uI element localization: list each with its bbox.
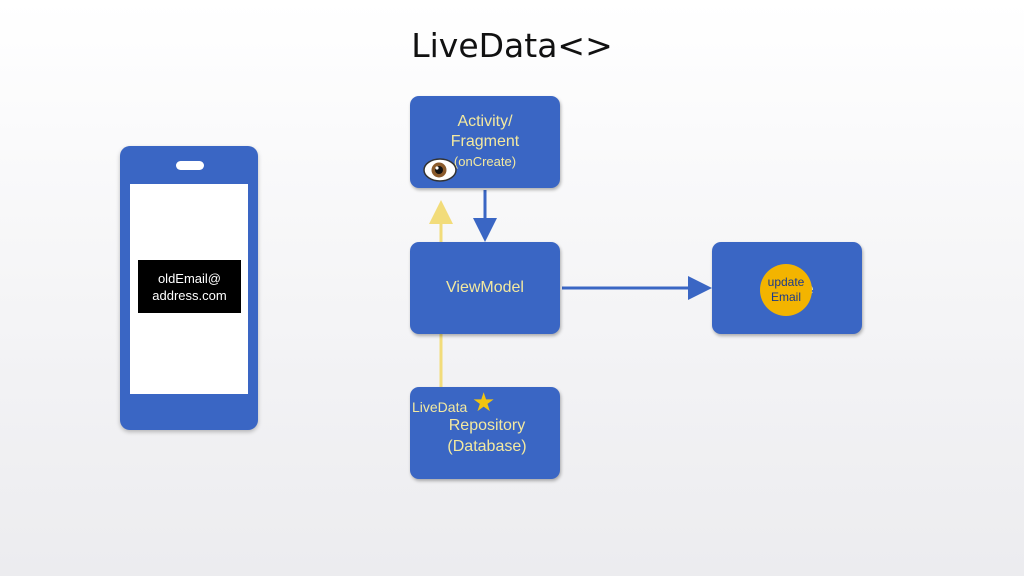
update-email-badge: update Email bbox=[760, 264, 812, 316]
viewmodel-box: ViewModel bbox=[410, 242, 560, 334]
activity-label-line1: Activity/ bbox=[457, 113, 513, 130]
repository-label-line2: (Database) bbox=[447, 438, 527, 455]
email-display: oldEmail@ address.com bbox=[138, 260, 241, 313]
eye-icon bbox=[423, 158, 457, 182]
repository-box: Repository (Database) bbox=[410, 387, 560, 479]
activity-fragment-label: Activity/ Fragment (onCreate) bbox=[410, 112, 560, 172]
viewmodel-label: ViewModel bbox=[446, 279, 524, 296]
phone-speaker bbox=[176, 161, 204, 170]
repository-label: Repository (Database) bbox=[432, 415, 542, 457]
phone-device: oldEmail@ address.com bbox=[120, 146, 258, 430]
livedata-label: LiveData bbox=[412, 399, 468, 415]
activity-label-line3: (onCreate) bbox=[453, 154, 517, 169]
phone-screen: oldEmail@ address.com bbox=[130, 184, 248, 394]
diagram-title: LiveData<> bbox=[411, 26, 613, 65]
repository-label-line1: Repository bbox=[448, 417, 526, 434]
activity-label-line2: Fragment bbox=[450, 133, 520, 150]
star-icon: ★ bbox=[472, 388, 496, 418]
